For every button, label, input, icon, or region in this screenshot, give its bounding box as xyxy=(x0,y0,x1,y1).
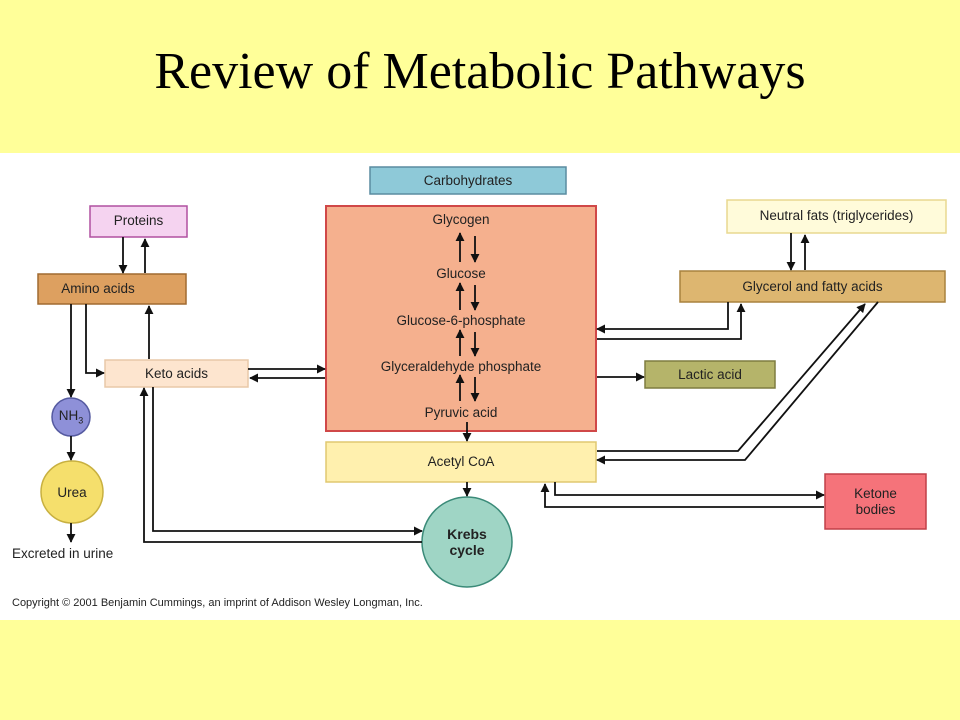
neutral-fats-box xyxy=(726,199,947,234)
arrow-krebs-to-keto xyxy=(139,387,422,543)
glycerol-fatty-acids-label: Glycerol and fatty acids xyxy=(742,279,883,294)
arrow-carb-to-glycerol xyxy=(597,303,746,340)
ketone-label-line-1: Ketone xyxy=(854,486,897,501)
carbohydrate-pathway-box xyxy=(325,205,597,432)
glucose-6-phosphate-label: Glucose-6-phosphate xyxy=(396,313,526,328)
ketone-bodies-label: Ketone bodies xyxy=(825,486,926,518)
page-title: Review of Metabolic Pathways xyxy=(154,43,806,100)
copyright-notice: Copyright © 2001 Benjamin Cummings, an i… xyxy=(12,597,423,609)
keto-acids-label: Keto acids xyxy=(144,366,209,381)
keto-acids-box xyxy=(104,359,249,388)
arrow-keto-to-krebs xyxy=(152,387,423,536)
neutral-fats-label: Neutral fats (triglycerides) xyxy=(759,208,914,223)
acetyl-coa-label: Acetyl CoA xyxy=(427,454,495,469)
krebs-label-line-1: Krebs xyxy=(447,526,487,542)
arrow-amino-to-keto xyxy=(85,304,105,378)
krebs-cycle-label: Krebs cycle xyxy=(422,526,512,558)
urea-circle xyxy=(40,460,104,524)
arrow-glycerol-to-acetyl xyxy=(596,301,879,465)
glycerol-fatty-acids-box xyxy=(679,270,946,303)
glyceraldehyde-phosphate-label: Glyceraldehyde phosphate xyxy=(380,359,542,374)
urea-label: Urea xyxy=(57,485,87,500)
amino-acids-box xyxy=(37,273,187,305)
lactic-acid-box xyxy=(644,360,776,389)
nh3-text: NH xyxy=(58,408,79,423)
glycogen-label: Glycogen xyxy=(432,212,490,227)
ketone-bodies-box xyxy=(824,473,927,530)
nh3-label: NH3 xyxy=(52,408,90,429)
excreted-in-urine-label: Excreted in urine xyxy=(12,546,114,561)
amino-acids-label: Amino acids xyxy=(61,281,135,296)
lactic-acid-label: Lactic acid xyxy=(678,367,742,382)
arrow-acetyl-to-ketone xyxy=(554,482,825,500)
pyruvic-acid-label: Pyruvic acid xyxy=(424,405,498,420)
ketone-label-line-2: bodies xyxy=(855,502,896,517)
proteins-box xyxy=(89,205,188,238)
arrow-glycerol-to-carb xyxy=(596,302,729,334)
glucose-label: Glucose xyxy=(436,266,486,281)
carbohydrates-label: Carbohydrates xyxy=(423,173,513,188)
proteins-label: Proteins xyxy=(113,213,164,228)
acetyl-coa-box xyxy=(325,441,597,483)
arrow-acetyl-to-glycerol xyxy=(597,303,866,452)
arrow-ketone-to-acetyl xyxy=(540,483,824,508)
carbohydrates-box xyxy=(369,166,567,195)
krebs-label-line-2: cycle xyxy=(449,542,485,558)
nh3-subscript: 3 xyxy=(78,415,84,426)
